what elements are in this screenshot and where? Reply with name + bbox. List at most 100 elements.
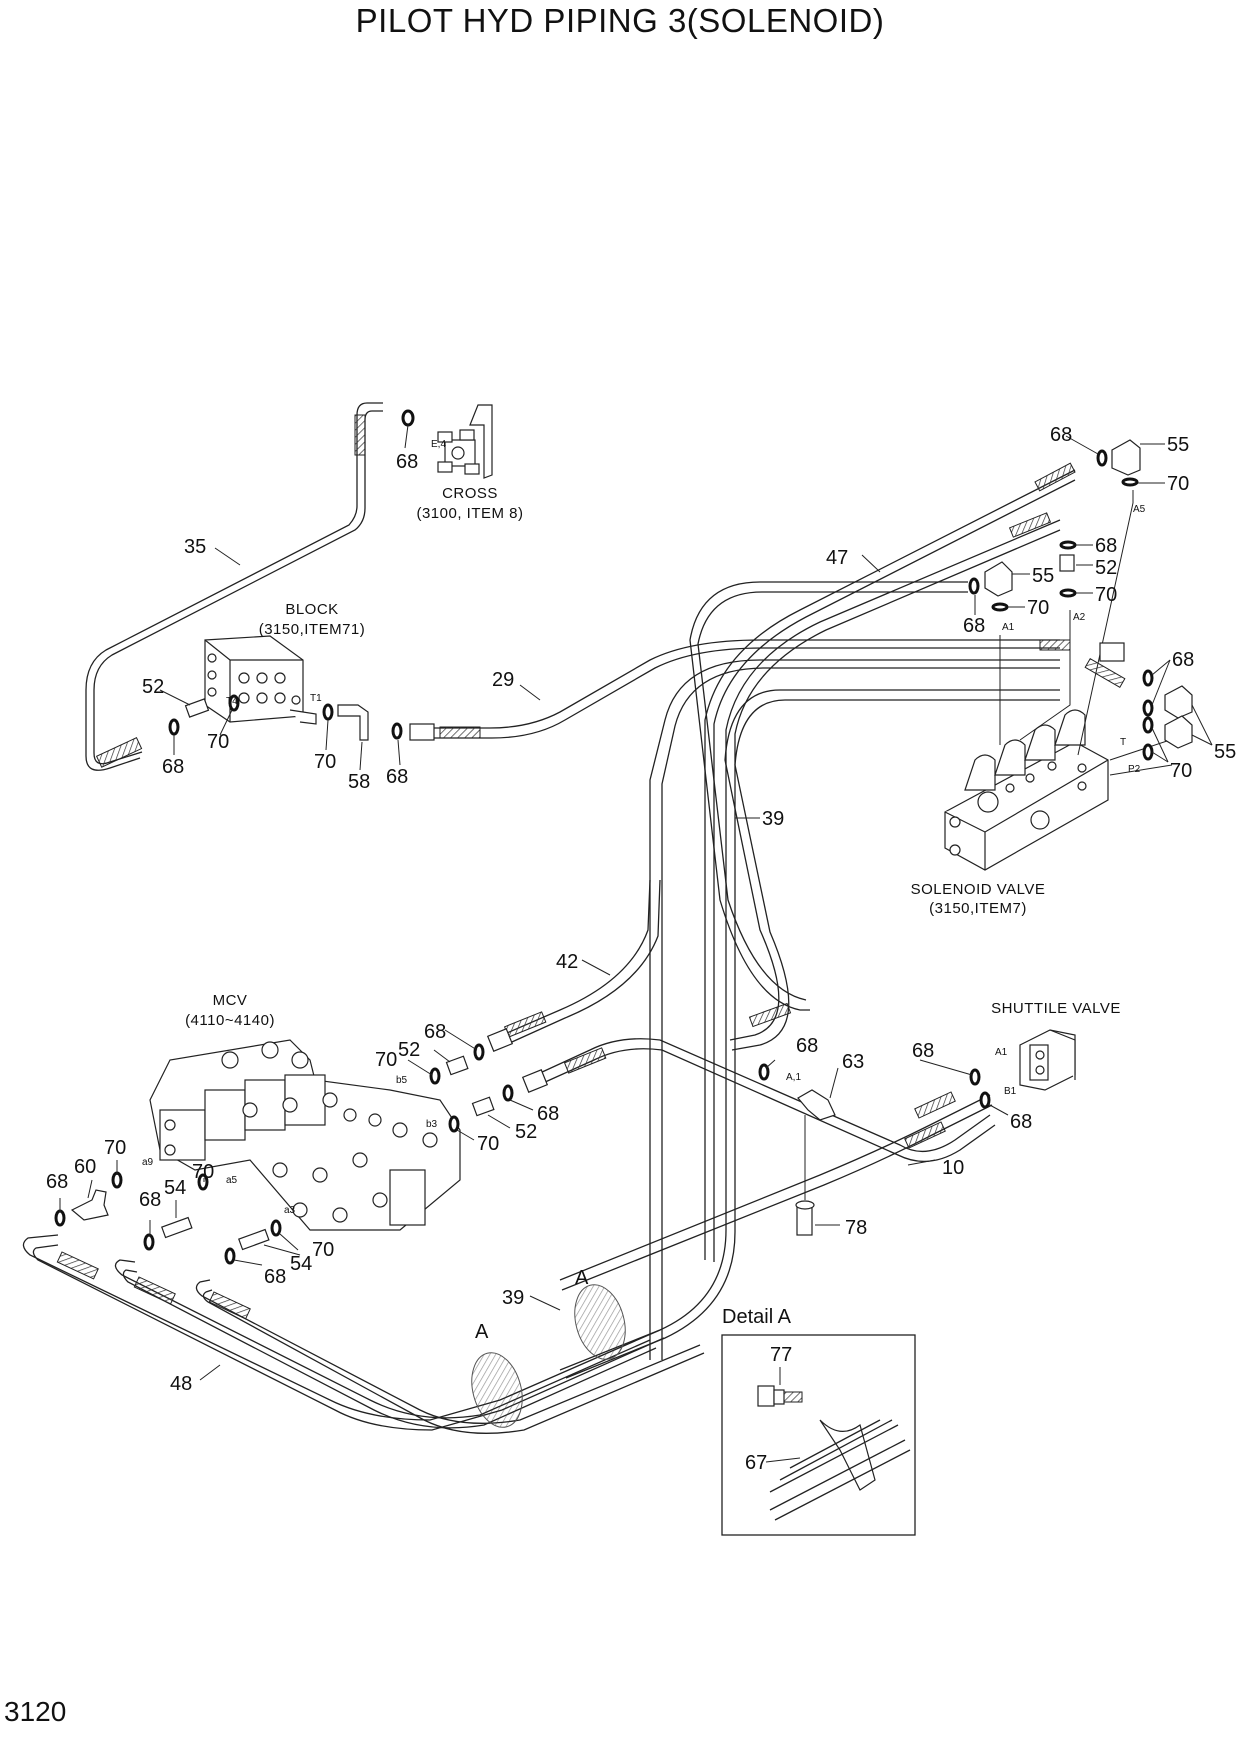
o-ring bbox=[473, 1043, 485, 1061]
callout: 70 bbox=[1170, 760, 1192, 782]
callout: 70 bbox=[207, 731, 229, 753]
hose-crimp bbox=[563, 1047, 607, 1074]
block-ref: (3150,ITEM71) bbox=[259, 621, 366, 638]
hose-crimp bbox=[748, 1002, 792, 1028]
hose-crimp bbox=[208, 1291, 251, 1320]
solenoid-valve-label: SOLENOID VALVE bbox=[911, 881, 1046, 898]
callout: 68 bbox=[264, 1266, 286, 1288]
callout: 52 bbox=[398, 1039, 420, 1061]
callout: 68 bbox=[963, 615, 985, 637]
hose-crimp bbox=[95, 737, 143, 768]
fitting-52-right bbox=[1059, 554, 1075, 572]
fitting-54 bbox=[161, 1216, 270, 1251]
elbow-55-right bbox=[1164, 685, 1193, 749]
mcv-valve bbox=[149, 1039, 461, 1231]
o-ring bbox=[1096, 449, 1108, 467]
detail-bolt-thread bbox=[783, 1391, 803, 1403]
callout: 70 bbox=[477, 1133, 499, 1155]
callout: 52 bbox=[142, 676, 164, 698]
hose-42 bbox=[499, 879, 661, 1047]
port-label: A1 bbox=[995, 1047, 1008, 1058]
detail-a-marker bbox=[471, 1352, 523, 1428]
fitting-52-mcv bbox=[445, 1055, 495, 1117]
callout: 70 bbox=[104, 1137, 126, 1159]
hose-47 bbox=[559, 462, 1076, 1379]
callout: 70 bbox=[314, 751, 336, 773]
callout: 10 bbox=[942, 1157, 964, 1179]
callout: 70 bbox=[312, 1239, 334, 1261]
solenoid-valve bbox=[944, 709, 1109, 871]
fitting-52-left bbox=[184, 698, 210, 718]
callout: 68 bbox=[796, 1035, 818, 1057]
callout: 58 bbox=[348, 771, 370, 793]
o-ring bbox=[54, 1209, 66, 1227]
hose-crimp bbox=[1084, 657, 1126, 689]
hose-end bbox=[486, 1028, 549, 1093]
callout: 39 bbox=[762, 808, 784, 830]
callout: 60 bbox=[74, 1156, 96, 1178]
detail-a-frame bbox=[721, 1334, 916, 1536]
hose-crimp bbox=[904, 1121, 946, 1149]
hose-crimp bbox=[439, 726, 481, 739]
o-ring bbox=[1142, 743, 1154, 761]
o-ring bbox=[758, 1063, 770, 1081]
hose-29 bbox=[420, 639, 1060, 739]
callouts: 68 35 52 70 68 70 58 68 29 47 68 55 70 6… bbox=[46, 424, 1236, 1395]
callout: 54 bbox=[164, 1177, 186, 1199]
o-ring bbox=[968, 577, 980, 595]
elbow-58 bbox=[337, 704, 369, 741]
port-label: a3 bbox=[284, 1205, 296, 1216]
port-label: a5 bbox=[226, 1175, 238, 1186]
o-ring bbox=[1059, 588, 1077, 598]
o-ring bbox=[401, 409, 415, 427]
port-label: E,4 bbox=[431, 439, 446, 450]
o-ring bbox=[991, 602, 1009, 612]
shuttle-valve bbox=[1019, 1029, 1076, 1091]
detail-callout: 77 bbox=[770, 1344, 792, 1366]
callout: 68 bbox=[139, 1189, 161, 1211]
hose-end bbox=[1099, 642, 1125, 662]
port-label: b3 bbox=[426, 1119, 438, 1130]
detail-bolt-head bbox=[757, 1385, 775, 1407]
hose-crimp bbox=[354, 414, 366, 456]
hose-crimp bbox=[133, 1276, 176, 1305]
o-ring bbox=[969, 1068, 981, 1086]
elbow-55-top bbox=[1111, 439, 1141, 476]
hose-39 bbox=[649, 581, 1126, 1360]
callout: 68 bbox=[424, 1021, 446, 1043]
o-ring bbox=[1142, 669, 1154, 687]
callout: 78 bbox=[845, 1217, 867, 1239]
leader-lines bbox=[59, 424, 1213, 1381]
detail-a-tag: A bbox=[475, 1321, 489, 1343]
o-ring bbox=[1121, 477, 1139, 487]
detail-a-marker bbox=[574, 1284, 626, 1360]
callout: 68 bbox=[1172, 649, 1194, 671]
cross-fitting bbox=[437, 404, 493, 479]
page-number: 3120 bbox=[4, 1696, 67, 1727]
callout: 35 bbox=[184, 536, 206, 558]
callout: 70 bbox=[375, 1049, 397, 1071]
callout: 70 bbox=[1167, 473, 1189, 495]
o-ring bbox=[322, 703, 334, 721]
port-label: A,1 bbox=[786, 1072, 801, 1083]
o-ring bbox=[143, 1233, 155, 1251]
hose-crimp bbox=[1039, 639, 1071, 651]
o-ring bbox=[1142, 699, 1154, 717]
port-label: a9 bbox=[142, 1157, 154, 1168]
callout: 55 bbox=[1214, 741, 1236, 763]
o-ring bbox=[448, 1115, 460, 1133]
port-label: P2 bbox=[1128, 764, 1141, 775]
mcv-ref: (4110~4140) bbox=[185, 1012, 275, 1029]
port-label: A5 bbox=[1133, 504, 1146, 515]
block-valve bbox=[204, 635, 317, 725]
callout: 55 bbox=[1167, 434, 1189, 456]
cross-ref: (3100, ITEM 8) bbox=[416, 505, 523, 522]
port-label: T1 bbox=[310, 693, 322, 704]
o-ring bbox=[1059, 540, 1077, 550]
callout: 68 bbox=[396, 451, 418, 473]
o-ring bbox=[111, 1171, 123, 1189]
o-ring bbox=[224, 1247, 236, 1265]
clamp-63 bbox=[795, 1089, 836, 1236]
hose-crimp bbox=[1008, 512, 1052, 538]
